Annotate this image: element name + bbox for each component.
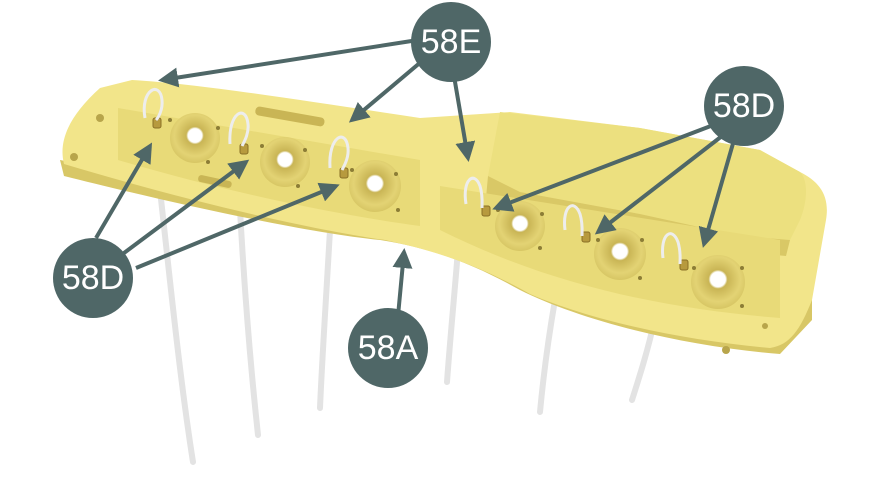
callout-circle-icon — [704, 66, 784, 146]
arrow-58D-r3 — [698, 139, 736, 248]
wire — [317, 227, 333, 411]
wire — [237, 207, 261, 438]
arrow-58E-3 — [452, 75, 476, 162]
arrow-58D-r2 — [594, 134, 724, 235]
arrows — [94, 38, 736, 317]
callout-58D-left: 58D — [53, 238, 133, 318]
mount-hole — [70, 153, 78, 161]
gauge-socket — [495, 201, 545, 251]
callout-label: 58D — [713, 87, 775, 125]
callout-58A: 58A — [348, 308, 428, 388]
arrow-58D-l1 — [94, 142, 153, 240]
arrow-58E-1 — [158, 38, 419, 88]
connector-post — [152, 117, 689, 271]
callout-circle-icon — [411, 2, 491, 82]
gauge-socket — [349, 160, 401, 212]
slot — [198, 175, 232, 188]
callout-circle-icon — [348, 308, 428, 388]
arrow-58E-2 — [348, 54, 430, 123]
arrow-58A — [392, 248, 413, 317]
mount-hole — [762, 323, 768, 329]
callout-label: 58D — [62, 259, 124, 297]
gauge-socket — [260, 137, 310, 187]
callout-label: 58E — [421, 23, 482, 61]
mount-hole — [722, 346, 730, 354]
wire — [157, 187, 196, 465]
gauge-socket — [170, 113, 220, 163]
raised-block — [488, 112, 806, 240]
arrow-58D-r1 — [492, 122, 717, 212]
arrow-58D-l3 — [135, 182, 340, 270]
wire — [444, 247, 461, 385]
gauge-sockets — [170, 113, 745, 309]
mount-hole — [96, 114, 104, 122]
slot — [255, 106, 325, 127]
wire-loop — [142, 88, 682, 265]
callout-circle-icon — [53, 238, 133, 318]
callout-label: 58A — [358, 329, 419, 367]
wire — [537, 297, 558, 415]
connectors — [142, 88, 689, 271]
gauge-socket — [691, 255, 745, 309]
gauge-socket — [594, 228, 646, 280]
arrow-58D-l2 — [118, 159, 250, 258]
callout-58D-right: 58D — [704, 66, 784, 146]
callout-58E: 58E — [411, 2, 491, 82]
